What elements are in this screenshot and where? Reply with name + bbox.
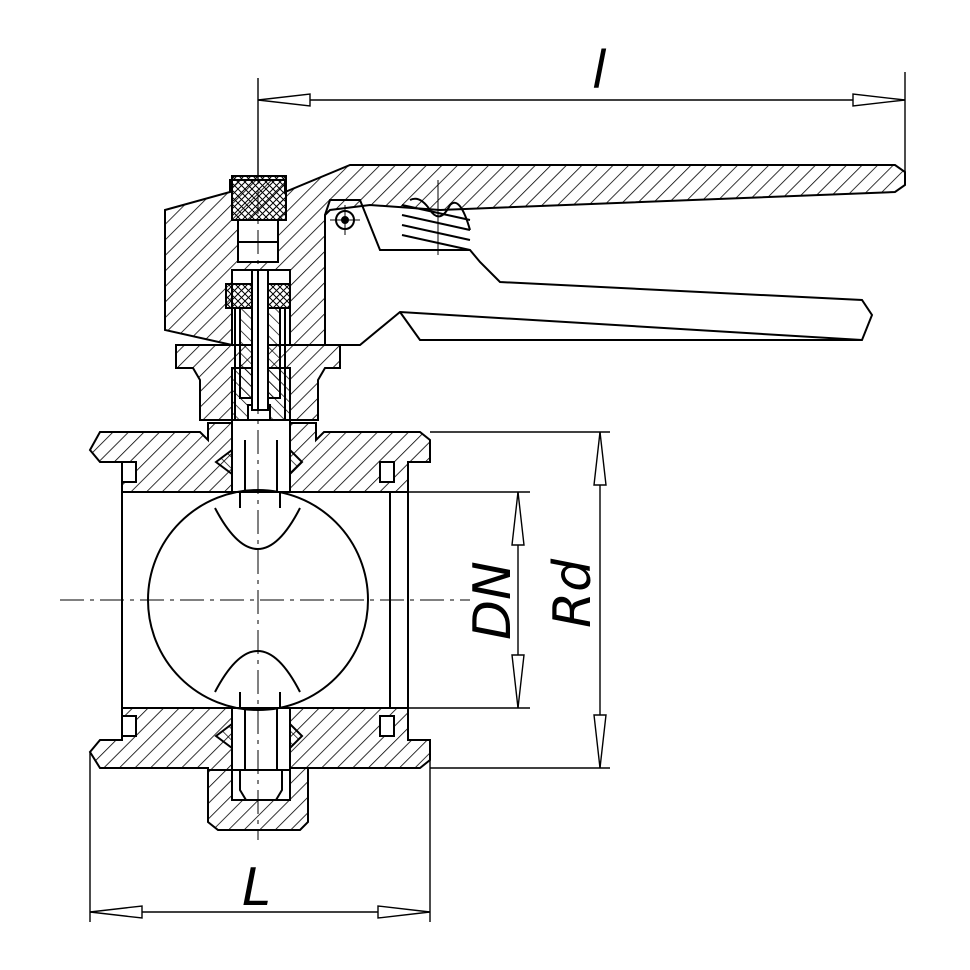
dimension-rd bbox=[430, 431, 610, 769]
dimension-dn bbox=[290, 491, 530, 709]
label-dn: DN bbox=[463, 561, 523, 640]
bonnet bbox=[175, 269, 341, 421]
dimension-l bbox=[257, 72, 906, 180]
valve-body bbox=[88, 422, 431, 831]
centerlines bbox=[60, 150, 470, 840]
dimension-L bbox=[89, 752, 431, 922]
label-L: L bbox=[242, 858, 271, 918]
handle-housing bbox=[164, 164, 906, 347]
label-l: l bbox=[592, 41, 607, 101]
valve-stem bbox=[231, 419, 291, 771]
label-rd: Rd bbox=[543, 558, 603, 628]
